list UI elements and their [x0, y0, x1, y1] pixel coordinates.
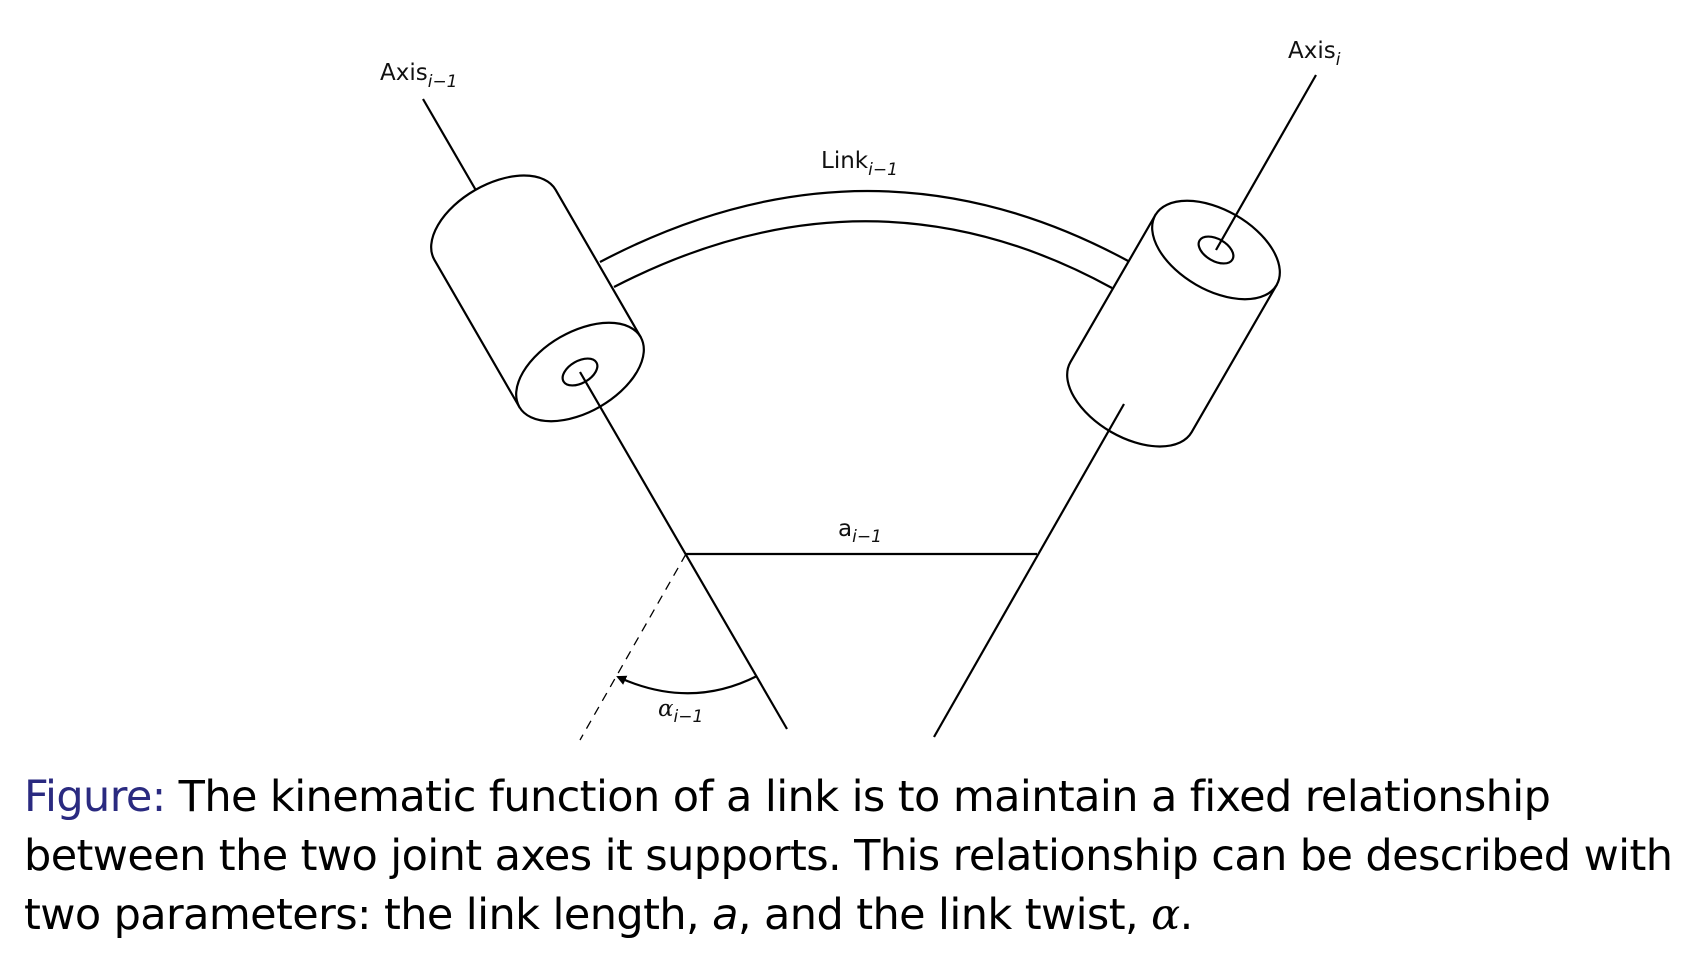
link-inner-edge	[613, 220, 1113, 289]
caption-line-1: Figure: The kinematic function of a link…	[24, 768, 1674, 827]
axis-curr-label: Axisi	[1288, 38, 1341, 70]
link-label: Linki−1	[821, 148, 898, 180]
link-length-label: ai−1	[838, 516, 882, 547]
caption-line-3-end: .	[1179, 890, 1194, 940]
link-twist-arc	[616, 675, 758, 695]
link-outer-edge	[599, 190, 1131, 263]
link-kinematics-diagram: Axisi−1 Axisi Linki−1 ai−1 αi−1	[380, 38, 1341, 741]
axis-curr-lower-line	[933, 403, 1125, 738]
caption-lead: Figure:	[24, 772, 166, 822]
axis-curr-upper-line	[1215, 74, 1317, 251]
joint-prev-cylinder	[430, 174, 645, 423]
caption-line-1-text: The kinematic function of a link is to m…	[165, 772, 1551, 822]
caption-var-a: a	[712, 890, 738, 940]
caption-line-3-mid: , and the link twist,	[737, 890, 1152, 940]
figure-caption: Figure: The kinematic function of a link…	[24, 768, 1674, 945]
link-body	[599, 190, 1131, 289]
caption-var-alpha: α	[1151, 890, 1180, 940]
joint-curr-cylinder	[1066, 199, 1281, 448]
link-twist-label: αi−1	[658, 696, 703, 727]
axis-prev-lower-line	[579, 371, 788, 730]
axis-curr-projection-dashed	[579, 553, 687, 741]
caption-line-3: two parameters: the link length, a, and …	[24, 886, 1674, 945]
caption-line-2: between the two joint axes it supports. …	[24, 831, 1673, 881]
caption-line-3-start: two parameters: the link length,	[24, 890, 713, 940]
axis-prev-label: Axisi−1	[380, 60, 458, 92]
